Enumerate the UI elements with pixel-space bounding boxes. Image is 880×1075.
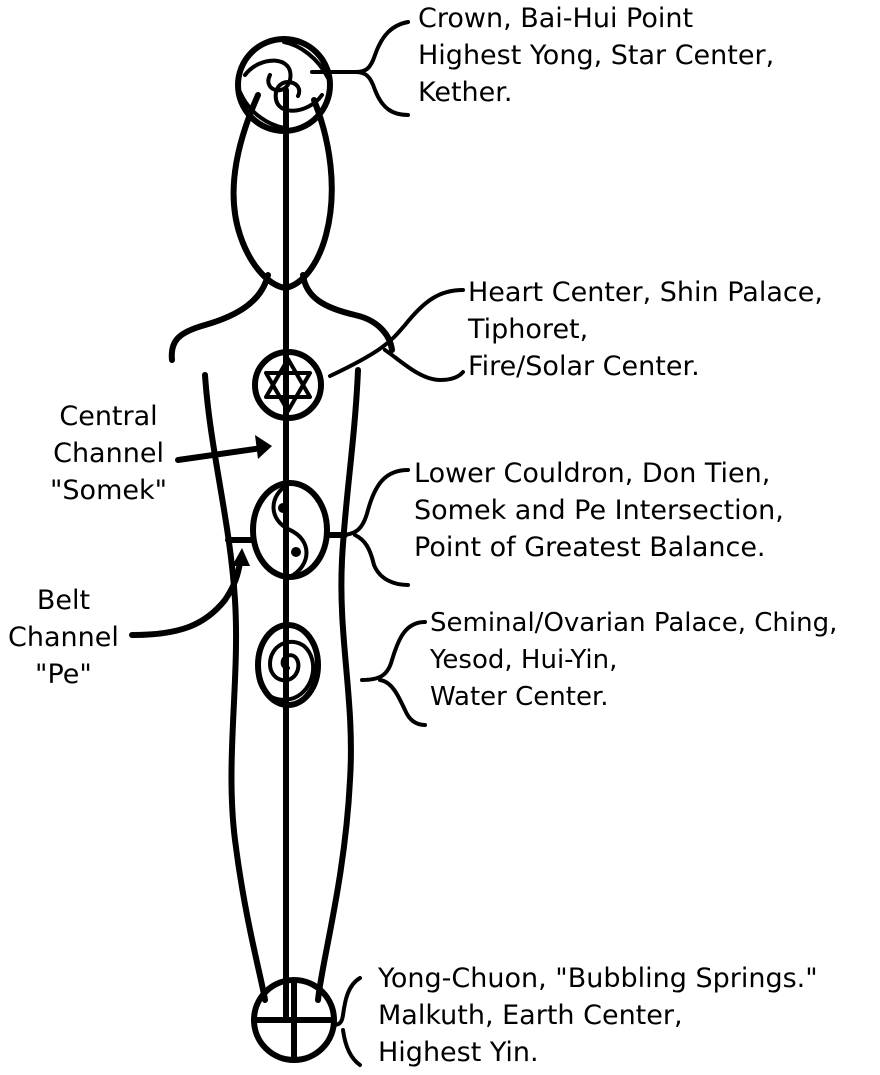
lower-cauldron-label: Lower Couldron, Don Tien, Somek and Pe I… [414, 455, 784, 566]
lower-line-2: Somek and Pe Intersection, [414, 492, 784, 529]
heart-label: Heart Center, Shin Palace, Tiphoret, Fir… [468, 274, 823, 385]
yong-line-3: Highest Yin. [378, 1034, 818, 1071]
belt-line-2: Channel [8, 619, 119, 656]
central-arrow [178, 448, 262, 460]
crown-line-1: Crown, Bai-Hui Point [418, 0, 774, 37]
heart-line-1: Heart Center, Shin Palace, [468, 274, 823, 311]
belt-line-1: Belt [8, 582, 119, 619]
lower-line-3: Point of Greatest Balance. [414, 529, 784, 566]
right-body-line [318, 370, 358, 1000]
seminal-line-3: Water Center. [430, 679, 837, 716]
central-line-3: "Somek" [50, 472, 167, 509]
central-line-2: Channel [50, 435, 167, 472]
central-line-1: Central [50, 398, 167, 435]
head-outline [233, 95, 331, 288]
crown-line-2: Highest Yong, Star Center, [418, 37, 774, 74]
seminal-label: Seminal/Ovarian Palace, Ching, Yesod, Hu… [430, 605, 837, 716]
yong-chuon-label: Yong-Chuon, "Bubbling Springs." Malkuth,… [378, 960, 818, 1071]
seminal-line-2: Yesod, Hui-Yin, [430, 642, 837, 679]
yin-yang-icon [253, 483, 327, 577]
right-shoulder [303, 275, 392, 350]
yong-bracket [333, 978, 360, 1065]
left-body-line [205, 375, 265, 1000]
belt-arrowhead [232, 548, 250, 566]
yong-line-2: Malkuth, Earth Center, [378, 997, 818, 1034]
seminal-line-1: Seminal/Ovarian Palace, Ching, [430, 605, 837, 642]
cross-circle-icon [254, 980, 334, 1060]
heart-line-2: Tiphoret, [468, 311, 823, 348]
left-shoulder [172, 275, 268, 360]
belt-arrow [132, 562, 240, 635]
seminal-bracket [362, 622, 425, 725]
lower-line-1: Lower Couldron, Don Tien, [414, 455, 784, 492]
central-arrowhead [255, 435, 272, 459]
heart-bracket [330, 290, 463, 380]
belt-line-3: "Pe" [8, 656, 119, 693]
crown-line-3: Kether. [418, 74, 774, 111]
crown-label: Crown, Bai-Hui Point Highest Yong, Star … [418, 0, 774, 111]
yong-line-1: Yong-Chuon, "Bubbling Springs." [378, 960, 818, 997]
heart-line-3: Fire/Solar Center. [468, 348, 823, 385]
central-channel-label: Central Channel "Somek" [50, 398, 167, 509]
belt-channel-label: Belt Channel "Pe" [8, 582, 119, 693]
